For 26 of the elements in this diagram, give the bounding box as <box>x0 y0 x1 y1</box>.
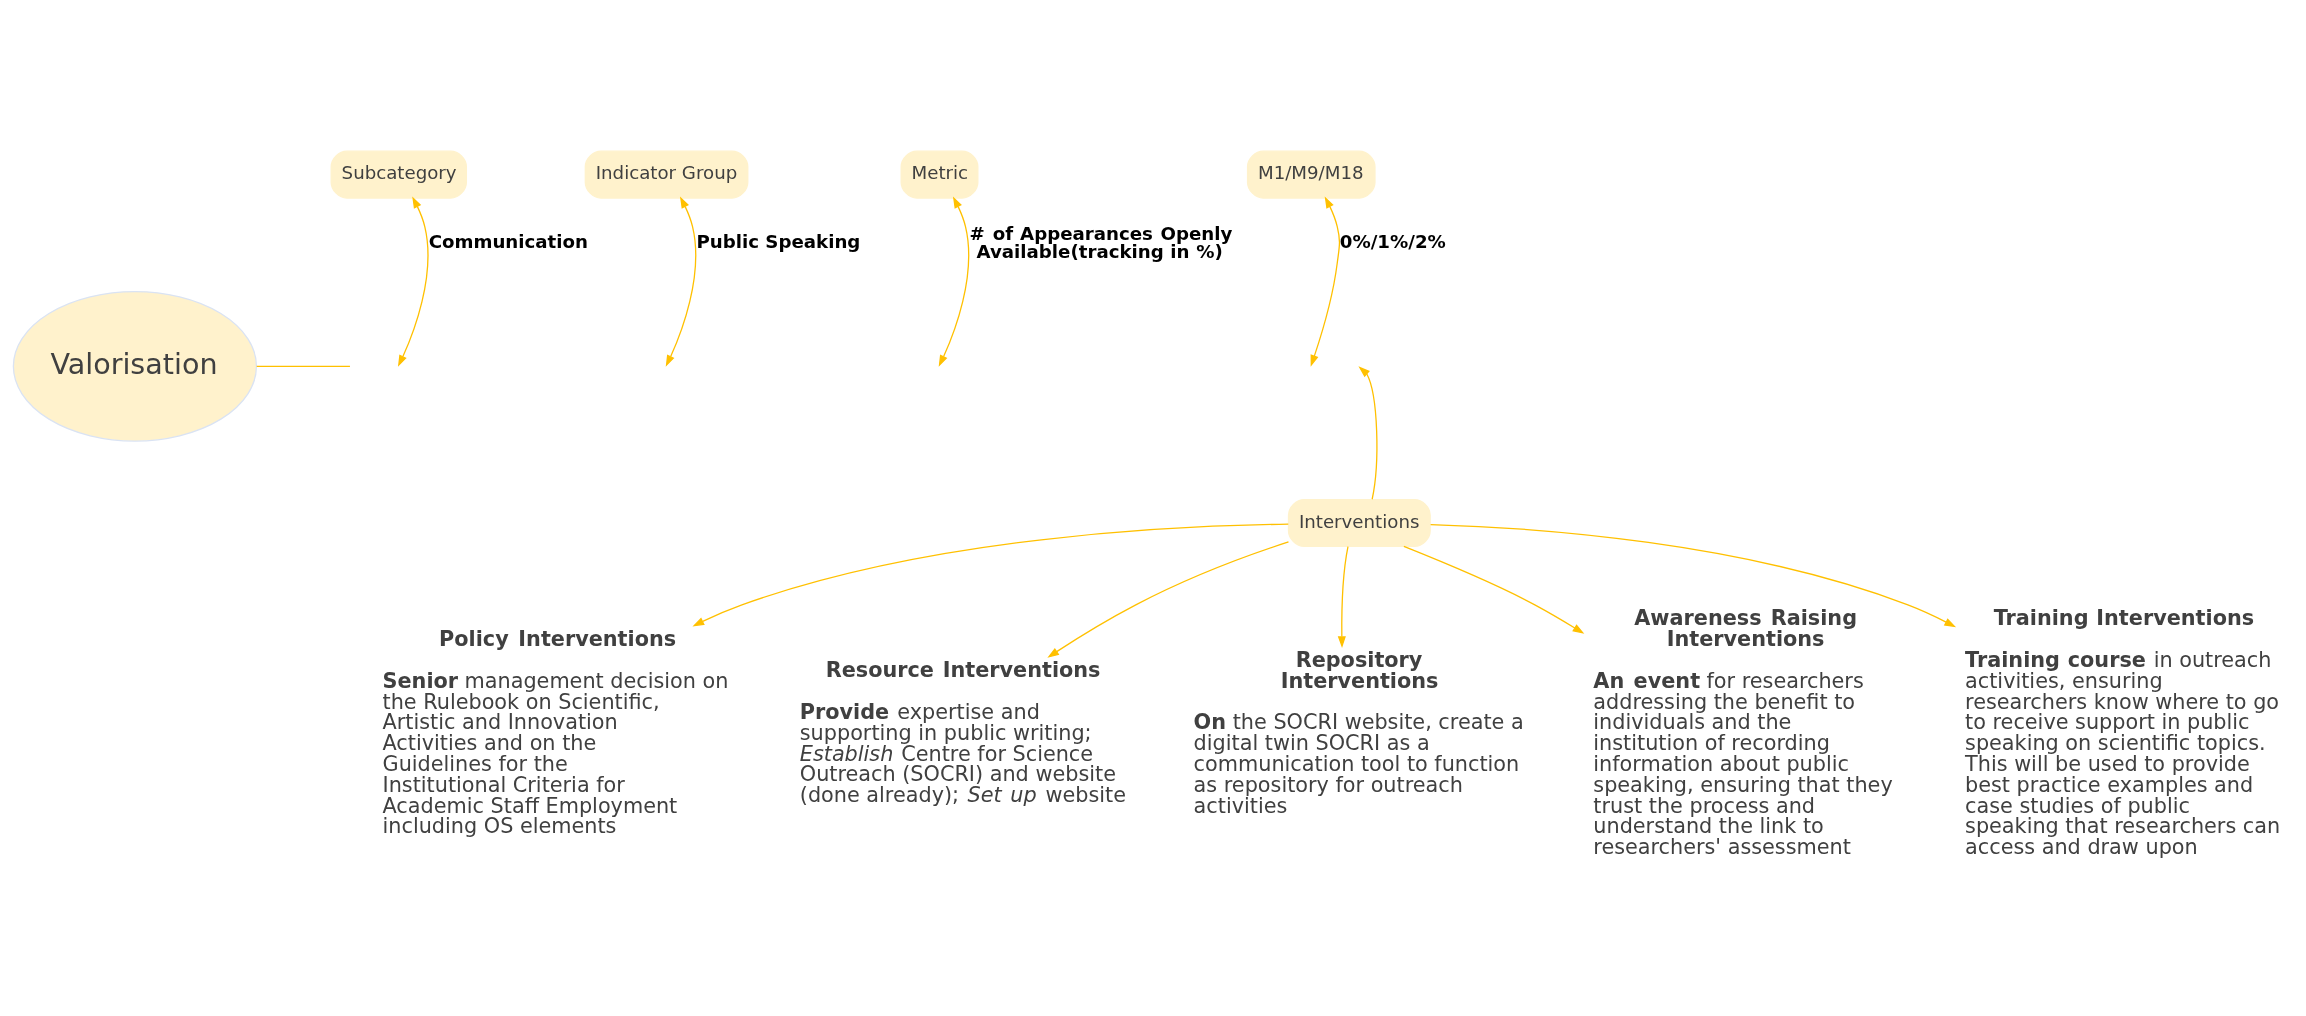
node-box: Subcategory <box>330 150 467 199</box>
arrow <box>1337 546 1349 648</box>
node-text: Repository Interventions On the SOCRI website, create a digital twin SOCRI as a communication tool to function as repository for outreach activities <box>1193 647 1524 818</box>
edge-label: 0%/1%/2% <box>1339 231 1446 253</box>
arrow <box>1310 196 1341 367</box>
arrow <box>1430 523 1957 628</box>
node-text: Training Interventions Training course in outreach activities, ensuring researchers know where to go to receive support in public speaking on scientific topics. This will be used to provide best practice examples and case studies of public speaking that researchers can access and draw upon <box>1965 606 2281 860</box>
node-box: Interventions <box>1287 498 1431 547</box>
node-box: Indicator Group <box>584 150 749 199</box>
edge-label: # of Appearances Openly Available(tracking in %) <box>969 222 1233 263</box>
node-ellipse: Valorisation <box>12 290 258 442</box>
node-box: M1/M9/M18 <box>1246 150 1376 199</box>
arrow <box>938 196 970 367</box>
node-box: Metric <box>900 150 979 199</box>
node-text: Awareness Raising Interventions An event for researchers addressing the benefit to individuals and the institution of recording information about public speaking, ensuring that they trust the process and understand the link to researchers' assessment <box>1593 606 1893 860</box>
arrow <box>1403 545 1585 634</box>
arrow <box>397 196 429 367</box>
node-text: Policy Interventions Senior management decision on the Rulebook on Scientific, Artistic and Innovation Activities and on the Guidelines for the Institutional Criteria for Academic Staff Employment including OS elements <box>382 627 729 839</box>
arrow <box>1358 366 1378 500</box>
arrow <box>692 523 1289 627</box>
arrow <box>1047 541 1290 658</box>
edge-label: Communication <box>428 231 588 253</box>
node-text: Resource Interventions Provide expertise and supporting in public writing; Establish Centre for Science Outreach (SOCRI) and website (done already); Set up website <box>799 658 1127 808</box>
edge-label: Public Speaking <box>696 231 861 253</box>
arrow <box>665 196 697 367</box>
connector <box>256 365 351 367</box>
